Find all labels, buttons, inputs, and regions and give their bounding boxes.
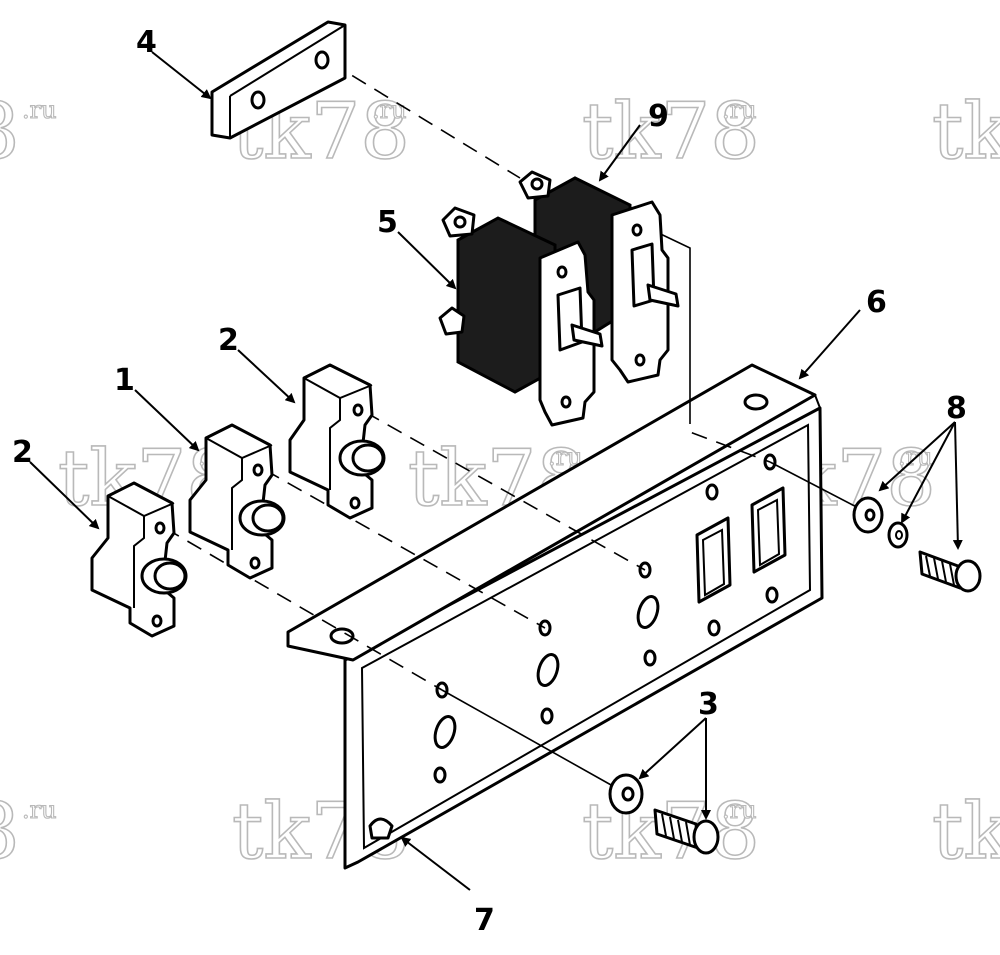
leader-7 — [400, 836, 471, 891]
callout-1: 1 — [114, 363, 135, 398]
leader-1 — [134, 389, 200, 452]
leader-2-right — [237, 349, 296, 404]
toggle-switch-front — [438, 206, 604, 427]
leader-9 — [598, 124, 641, 182]
svg-text:.ru: .ru — [722, 96, 757, 124]
leader-8-c — [952, 421, 963, 550]
push-button-switch-right — [288, 363, 386, 520]
svg-text:8: 8 — [0, 787, 20, 877]
leader-6 — [798, 309, 861, 380]
leader-3-a — [638, 717, 707, 780]
callout-5: 5 — [377, 205, 398, 240]
callout-9: 9 — [648, 99, 669, 134]
callout-6: 6 — [866, 285, 887, 320]
screw-set-lower — [608, 773, 720, 855]
callout-7: 7 — [474, 903, 495, 938]
leader-2-left — [29, 461, 100, 530]
callout-8: 8 — [946, 391, 967, 426]
svg-text:.ru: .ru — [722, 796, 757, 824]
watermark-top-far-right: tk78 — [931, 86, 1000, 178]
watermark-bottom-far-right: tk78 — [931, 786, 1000, 878]
watermark-top-left: 8 .ru — [0, 86, 57, 178]
callout-labels: 4 9 5 6 2 1 2 8 3 7 — [12, 25, 967, 938]
mounting-bracket — [286, 363, 824, 870]
svg-text:.ru: .ru — [22, 796, 57, 824]
svg-text:tk78: tk78 — [932, 787, 1000, 877]
callout-3: 3 — [698, 687, 719, 722]
screw-set-upper — [852, 496, 982, 593]
callout-2-right: 2 — [218, 323, 239, 358]
svg-text:tk78: tk78 — [932, 87, 1000, 177]
push-button-switch-left — [90, 481, 188, 638]
cover-plate — [210, 20, 347, 140]
callout-2-left: 2 — [12, 435, 33, 470]
watermark-bottom-left: 8 .ru — [0, 786, 57, 878]
leader-arrows — [29, 51, 963, 891]
leader-8-b — [901, 421, 956, 524]
svg-text:8: 8 — [0, 87, 20, 177]
svg-text:.ru: .ru — [22, 96, 57, 124]
svg-text:tk78: tk78 — [582, 87, 760, 177]
callout-4: 4 — [136, 25, 157, 60]
leader-4 — [151, 51, 212, 100]
leader-5 — [397, 231, 457, 290]
leader-8-a — [878, 421, 956, 492]
watermark-top-right: tk78 .ru — [581, 86, 760, 178]
svg-text:.ru: .ru — [372, 96, 407, 124]
push-button-switch-center — [188, 423, 286, 580]
